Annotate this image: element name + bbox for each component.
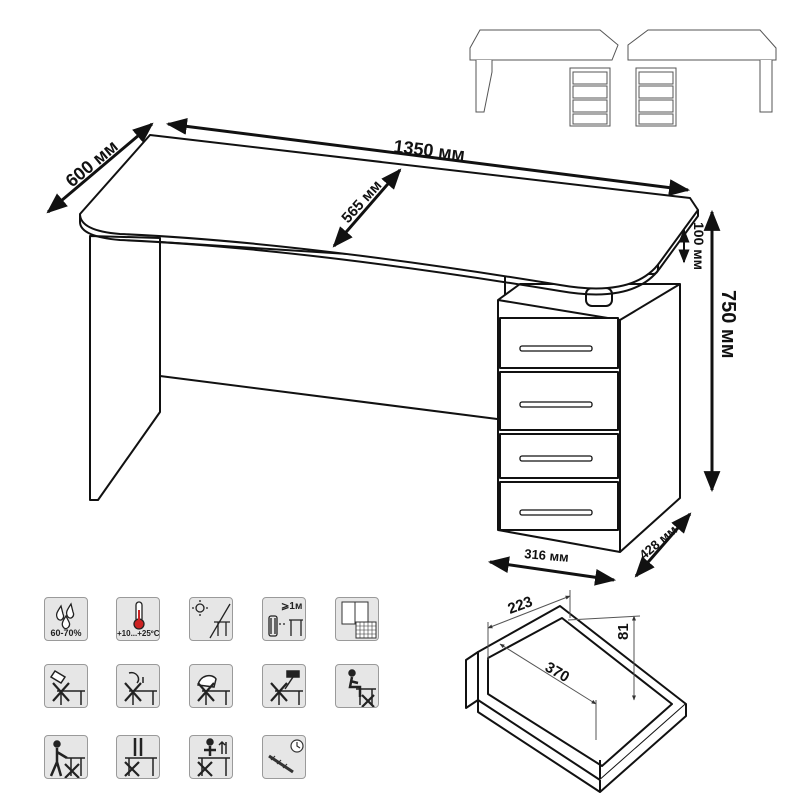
no-sitting-icon: [335, 664, 379, 708]
width-label: 1350 мм: [393, 136, 467, 165]
drawer-front: [499, 433, 619, 479]
drawer-front: [499, 481, 619, 531]
width-arrow: [165, 118, 691, 196]
no-iron-icon: [189, 664, 233, 708]
ventilation-icon: [335, 597, 379, 641]
drawer-dimension-lines: [487, 590, 641, 740]
thumbnail-right-pedestal: [469, 29, 619, 127]
drawer-width-label: 223: [506, 593, 535, 618]
gap-label: 100 мм: [691, 222, 707, 270]
drawer-box-drawing: [465, 605, 687, 793]
humidity-label: 60-70%: [50, 628, 82, 638]
no-heavy-load-icon: [189, 735, 233, 779]
depth-arrow: [46, 122, 154, 214]
dimension-arrows: [46, 118, 721, 586]
drawer-front: [499, 371, 619, 431]
temperature-icon: +10...+25ºC: [116, 597, 160, 641]
no-water-spill-icon: [44, 664, 88, 708]
no-direct-sunlight-icon: [189, 597, 233, 641]
pedestal-width-arrow: [487, 556, 617, 586]
no-standing-icon: [116, 735, 160, 779]
tighten-screws-periodically-icon: [262, 735, 306, 779]
pedestal-width-label: 316 мм: [524, 546, 570, 565]
temperature-label: +10...+25ºC: [117, 629, 160, 638]
drawer-height-label: 81: [615, 623, 632, 640]
thumbnail-left-pedestal: [627, 29, 777, 127]
distance-label: ⩾1м: [281, 601, 303, 612]
no-hammer-icon: [262, 664, 306, 708]
desk-drawing: [79, 134, 699, 553]
drawer-front: [499, 317, 619, 369]
height-label: 750 мм: [717, 290, 739, 359]
inner-depth-arrow: [332, 168, 402, 248]
distance-from-heater-icon: ⩾1м: [262, 597, 306, 641]
no-moving-by-pushing-icon: [44, 735, 88, 779]
humidity-icon: 60-70%: [44, 597, 88, 641]
no-liquid-icon: [116, 664, 160, 708]
pedestal-depth-arrow: [634, 512, 692, 578]
